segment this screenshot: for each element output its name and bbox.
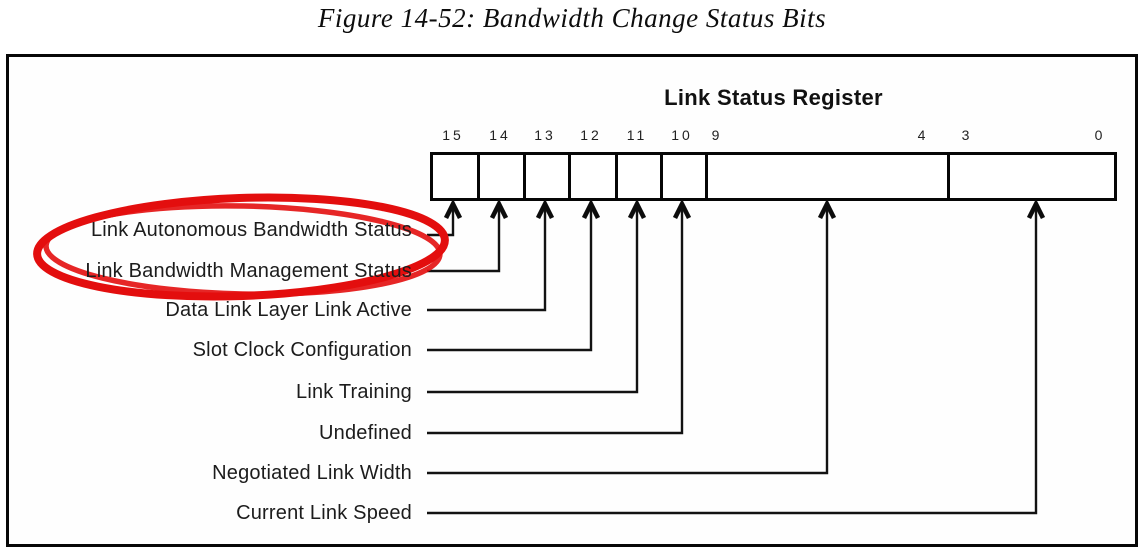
field-label-data-link-layer-link-active: Data Link Layer Link Active <box>165 299 412 321</box>
field-label-link-bandwidth-management-status: Link Bandwidth Management Status <box>85 260 412 282</box>
figure-caption: Figure 14-52: Bandwidth Change Status Bi… <box>317 3 827 33</box>
field-label-link-training: Link Training <box>296 381 412 403</box>
bit-number-0: 0 <box>1094 127 1106 143</box>
field-label-link-autonomous-bandwidth-status: Link Autonomous Bandwidth Status <box>90 219 412 241</box>
bit-cell-divider <box>947 155 950 198</box>
bit-cell-divider <box>615 155 618 198</box>
bit-number-4: 4 <box>917 127 929 143</box>
bit-cell-divider <box>523 155 526 198</box>
bit-cell-divider <box>568 155 571 198</box>
bit-number-15: 15 <box>442 127 464 143</box>
field-label-negotiated-link-width: Negotiated Link Width <box>212 462 412 484</box>
register-title: Link Status Register <box>664 85 883 110</box>
bit-number-9: 9 <box>711 127 723 143</box>
field-label-current-link-speed: Current Link Speed <box>236 502 412 524</box>
bit-number-3: 3 <box>961 127 973 143</box>
bit-cell-divider <box>477 155 480 198</box>
bit-number-10: 10 <box>671 127 693 143</box>
register-box <box>430 152 1117 201</box>
bit-cell-divider <box>660 155 663 198</box>
bit-number-14: 14 <box>489 127 511 143</box>
bit-number-12: 12 <box>580 127 602 143</box>
bit-number-11: 11 <box>626 127 648 143</box>
field-label-undefined: Undefined <box>319 422 412 444</box>
bit-cell-divider <box>705 155 708 198</box>
bit-number-13: 13 <box>534 127 556 143</box>
field-label-slot-clock-configuration: Slot Clock Configuration <box>192 339 412 361</box>
